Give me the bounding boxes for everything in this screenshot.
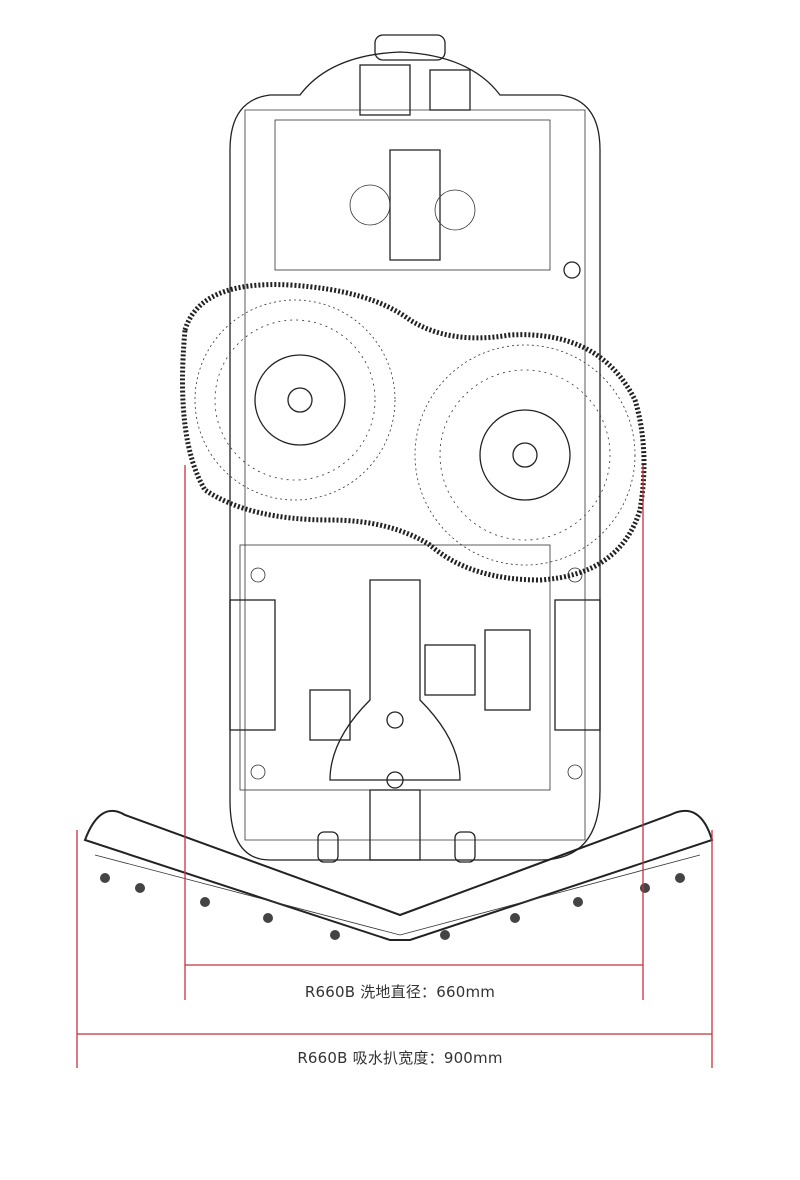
- brush-right-hub: [479, 409, 571, 501]
- brush-left-hub: [254, 354, 346, 446]
- pivot: [386, 771, 404, 789]
- caster-right: [454, 831, 476, 863]
- connector-block: [359, 64, 411, 116]
- bolt: [250, 764, 266, 780]
- bolt: [567, 567, 583, 583]
- machine-body-outline: [229, 51, 601, 861]
- pivot: [386, 711, 404, 729]
- side-plate-right: [554, 599, 601, 731]
- drive-motor: [424, 644, 476, 696]
- knob: [563, 261, 581, 279]
- front-frame: [274, 119, 551, 271]
- brush-deck: [180, 282, 647, 583]
- squeegee-knobs: [100, 873, 685, 940]
- body-inner-outline: [244, 109, 586, 841]
- squeegee-blade: [83, 809, 714, 941]
- gearbox: [484, 629, 531, 711]
- squeegee-mount: [369, 789, 421, 861]
- brush-right-center: [512, 442, 538, 468]
- brush-right-ring: [439, 369, 611, 541]
- brush-left-ring: [214, 319, 376, 481]
- gear: [349, 184, 391, 226]
- gear: [434, 189, 476, 231]
- side-plate-left: [229, 599, 276, 731]
- squeegee-arm: [329, 579, 461, 781]
- bolt: [567, 764, 583, 780]
- brush-right: [414, 344, 636, 566]
- battery-block: [309, 689, 351, 741]
- brush-left-center: [287, 387, 313, 413]
- squeegee-inner: [94, 854, 701, 936]
- motor-block: [429, 69, 471, 111]
- bolt: [250, 567, 266, 583]
- cover-plate: [389, 149, 441, 261]
- brush-left: [194, 299, 396, 501]
- rear-frame: [239, 544, 551, 791]
- brush-diameter-label: R660B 洗地直径：660mm: [304, 983, 496, 1001]
- caster-left: [317, 831, 339, 863]
- squeegee-width-label: R660B 吸水扒宽度：900mm: [297, 1049, 503, 1067]
- top-cap: [374, 34, 446, 61]
